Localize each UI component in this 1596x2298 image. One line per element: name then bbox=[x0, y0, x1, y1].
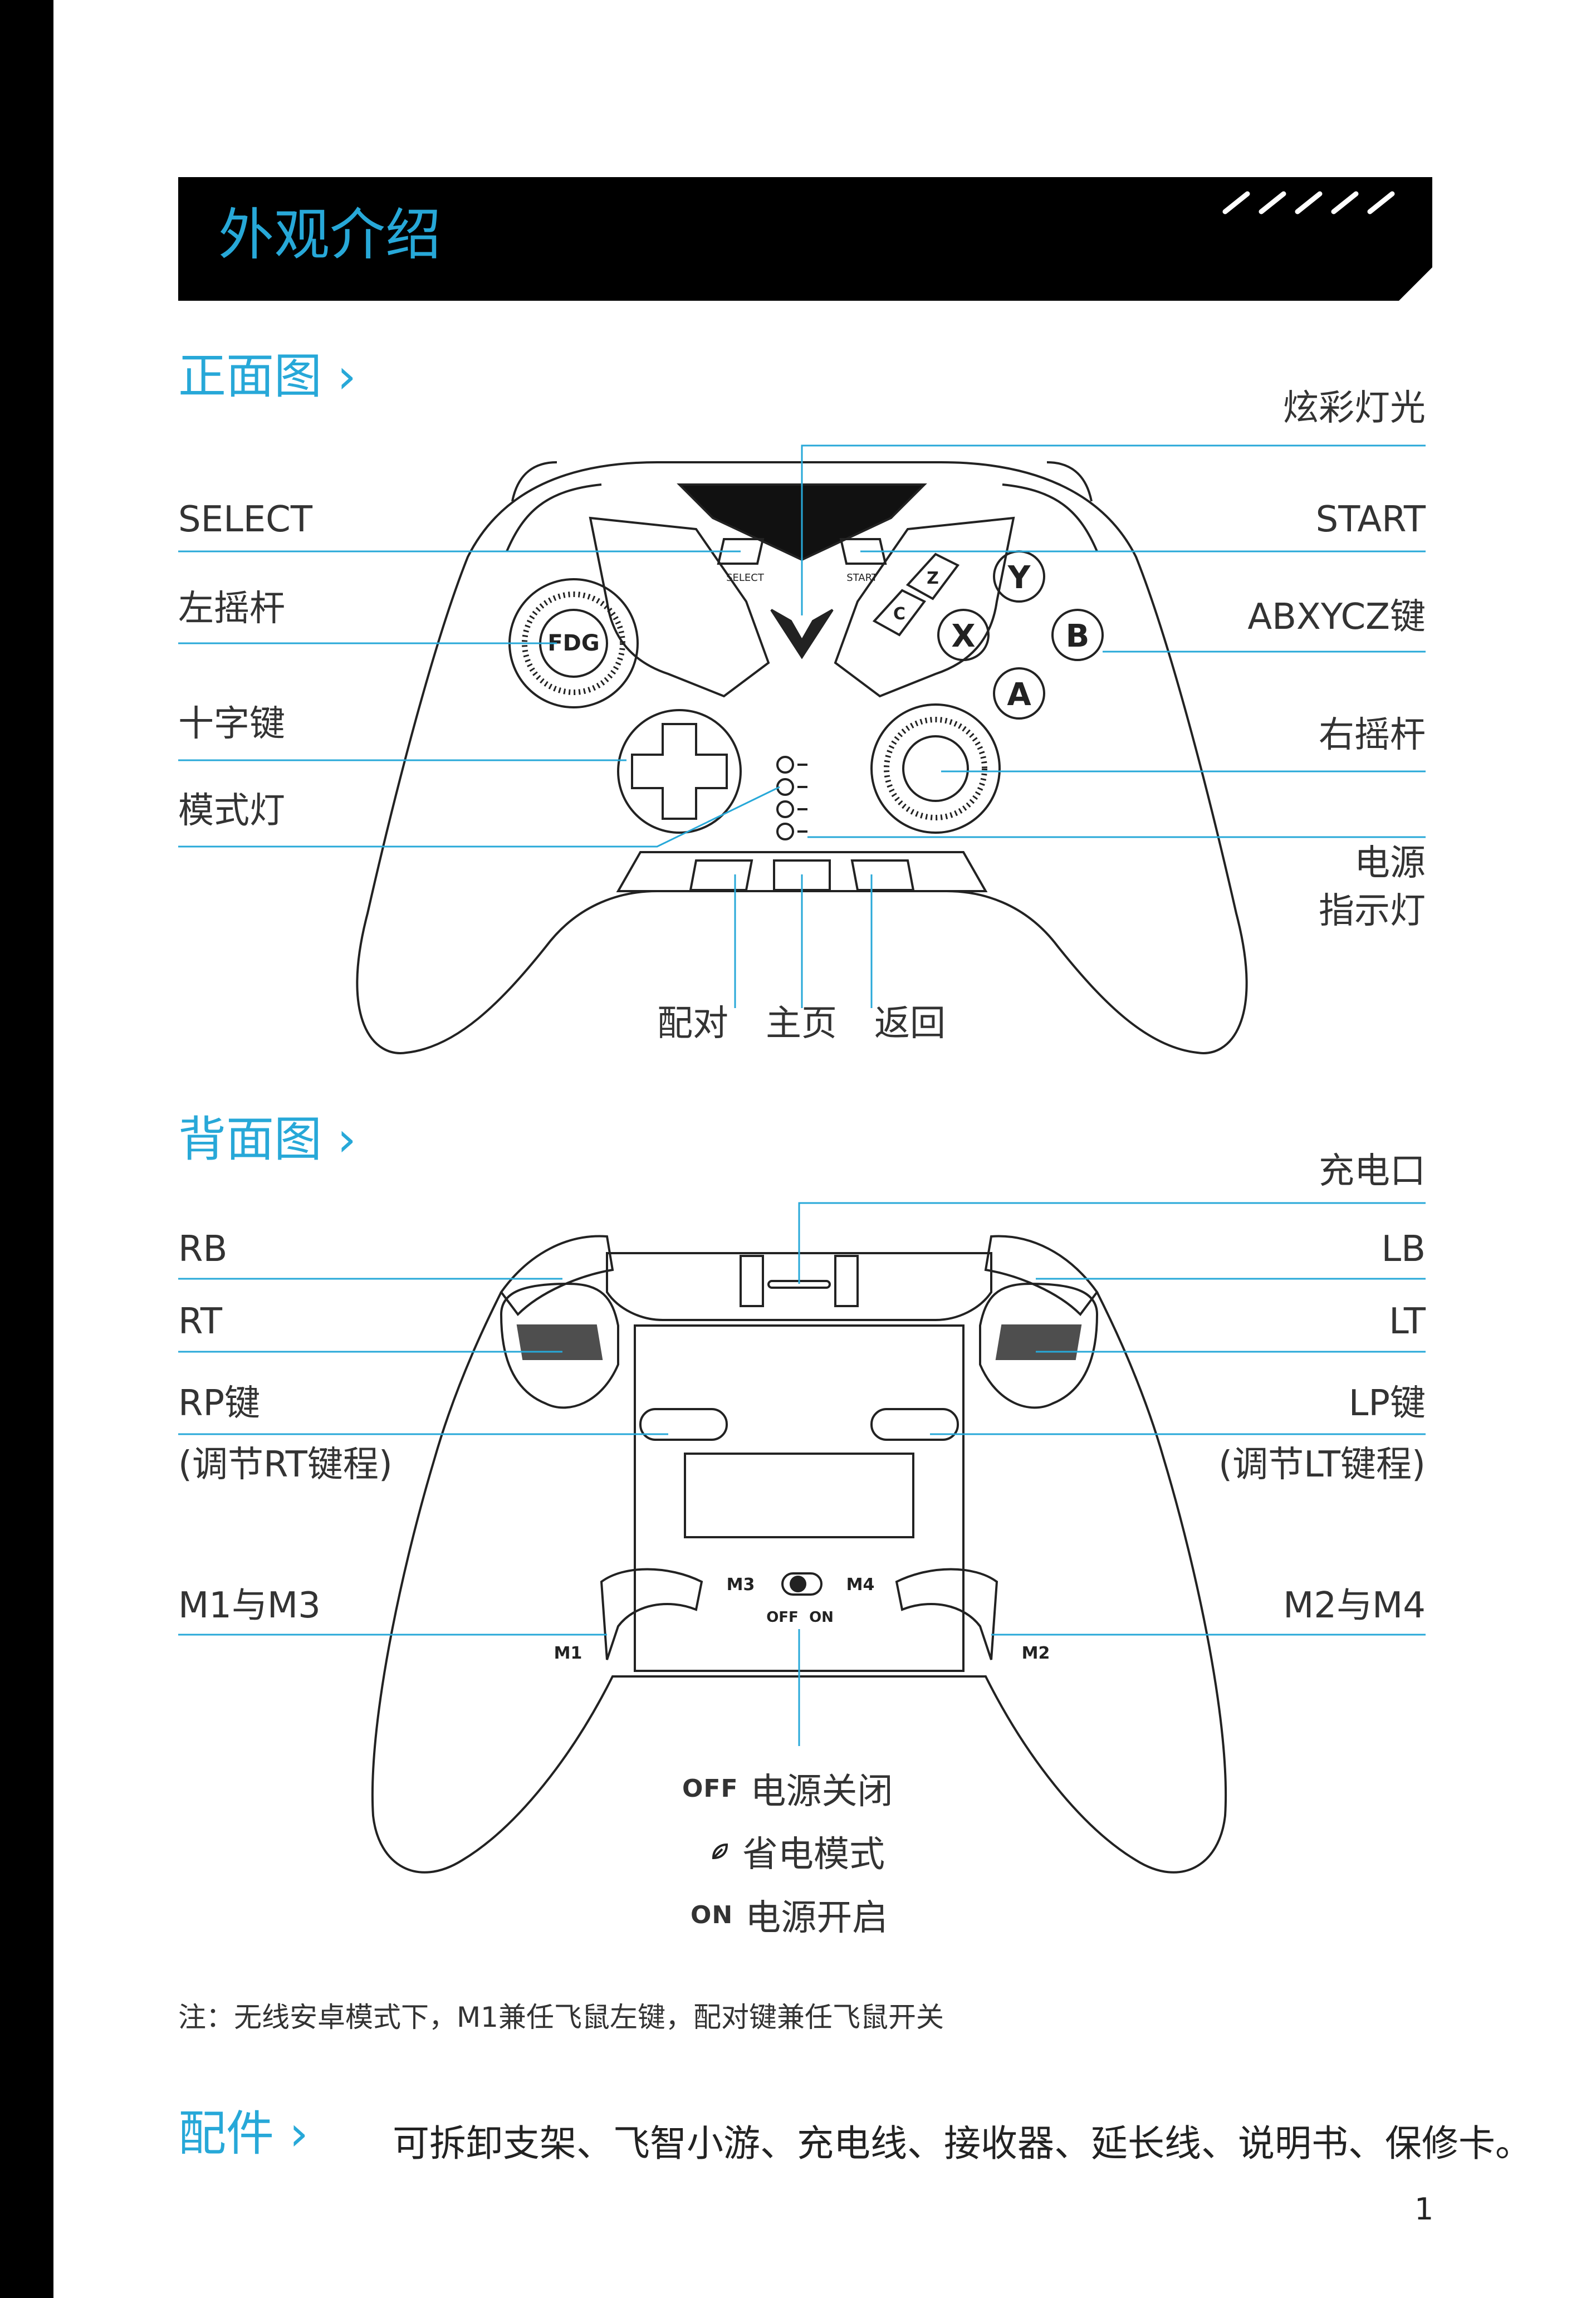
legend-on-text: 电源开启 bbox=[745, 1898, 888, 1939]
label-lp-note: (调节LT键程) bbox=[1218, 1444, 1426, 1485]
legend-off: OFF 电源关闭 bbox=[682, 1763, 893, 1814]
accessories-heading: 配件 › bbox=[178, 2105, 309, 2163]
label-rgb-light: 炫彩灯光 bbox=[1283, 388, 1426, 429]
label-rt: RT bbox=[178, 1301, 222, 1342]
label-charge-port: 充电口 bbox=[1319, 1151, 1426, 1192]
m4-label: M4 bbox=[846, 1575, 875, 1595]
start-button-label: START bbox=[846, 572, 878, 584]
label-lp: LP键 bbox=[1348, 1383, 1426, 1424]
footnote: 注：无线安卓模式下，M1兼任飞鼠左键，配对键兼任飞鼠开关 bbox=[178, 2001, 944, 2033]
legend-on-code: ON bbox=[691, 1900, 733, 1929]
label-abxycz: ABXYCZ键 bbox=[1247, 596, 1426, 638]
label-start: START bbox=[1315, 499, 1426, 540]
back-view-heading-text: 背面图 bbox=[178, 1112, 322, 1167]
left-black-bar bbox=[0, 0, 53, 2298]
legend-power-save: 省电模式 bbox=[710, 1826, 885, 1877]
page-number: 1 bbox=[1414, 2192, 1434, 2227]
label-rp-note: (调节RT键程) bbox=[178, 1444, 393, 1485]
front-view-heading-text: 正面图 bbox=[178, 349, 322, 404]
switch-off-label: OFF bbox=[766, 1609, 799, 1626]
page-title: 外观介绍 bbox=[218, 202, 441, 267]
header-band bbox=[178, 177, 1432, 301]
label-lb: LB bbox=[1381, 1229, 1426, 1270]
button-b-label: B bbox=[1066, 618, 1090, 654]
button-z-label: Z bbox=[927, 569, 939, 588]
label-m1-m3: M1与M3 bbox=[178, 1585, 321, 1626]
back-view-heading: 背面图 › bbox=[178, 1111, 356, 1168]
front-leader-lines bbox=[178, 444, 1426, 1008]
back-leader-lines bbox=[178, 1202, 1426, 1746]
label-right-stick: 右摇杆 bbox=[1319, 715, 1426, 756]
label-rp: RP键 bbox=[178, 1383, 261, 1424]
power-save-icon bbox=[712, 1843, 728, 1860]
select-button-label: SELECT bbox=[726, 572, 765, 584]
back-controller-illustration bbox=[371, 1235, 1227, 1874]
accessories-text: 可拆卸支架、飞智小游、充电线、接收器、延长线、说明书、保修卡。 bbox=[393, 2122, 1532, 2165]
legend-off-text: 电源关闭 bbox=[750, 1771, 893, 1812]
legend-on: ON 电源开启 bbox=[691, 1889, 888, 1940]
chevron-right-icon: › bbox=[322, 349, 356, 404]
front-view-heading: 正面图 › bbox=[178, 348, 356, 405]
button-c-label: C bbox=[893, 604, 905, 624]
label-power-light-1: 电源 bbox=[1354, 843, 1426, 884]
label-home: 主页 bbox=[766, 1003, 837, 1044]
button-y-label: Y bbox=[1007, 560, 1031, 596]
label-mode-light: 模式灯 bbox=[178, 790, 285, 832]
legend-power-save-text: 省电模式 bbox=[742, 1834, 885, 1875]
label-lt: LT bbox=[1389, 1301, 1426, 1342]
label-dpad: 十字键 bbox=[178, 703, 285, 745]
button-a-label: A bbox=[1007, 677, 1031, 713]
label-back: 返回 bbox=[874, 1003, 946, 1044]
legend-off-code: OFF bbox=[682, 1774, 738, 1803]
label-pair: 配对 bbox=[657, 1003, 728, 1044]
label-power-light-2: 指示灯 bbox=[1319, 891, 1426, 932]
m1-label: M1 bbox=[554, 1644, 582, 1663]
label-rb: RB bbox=[178, 1229, 228, 1270]
chevron-right-icon: › bbox=[322, 1112, 356, 1167]
header-slash-decoration bbox=[1222, 191, 1395, 214]
m3-label: M3 bbox=[727, 1575, 755, 1595]
label-m2-m4: M2与M4 bbox=[1283, 1585, 1426, 1626]
m2-label: M2 bbox=[1022, 1644, 1050, 1663]
chevron-right-icon: › bbox=[274, 2106, 309, 2162]
accessories-heading-text: 配件 bbox=[178, 2106, 274, 2162]
switch-on-label: ON bbox=[809, 1609, 834, 1626]
label-select: SELECT bbox=[178, 499, 312, 540]
label-left-stick: 左摇杆 bbox=[178, 588, 285, 629]
button-x-label: X bbox=[951, 618, 975, 654]
